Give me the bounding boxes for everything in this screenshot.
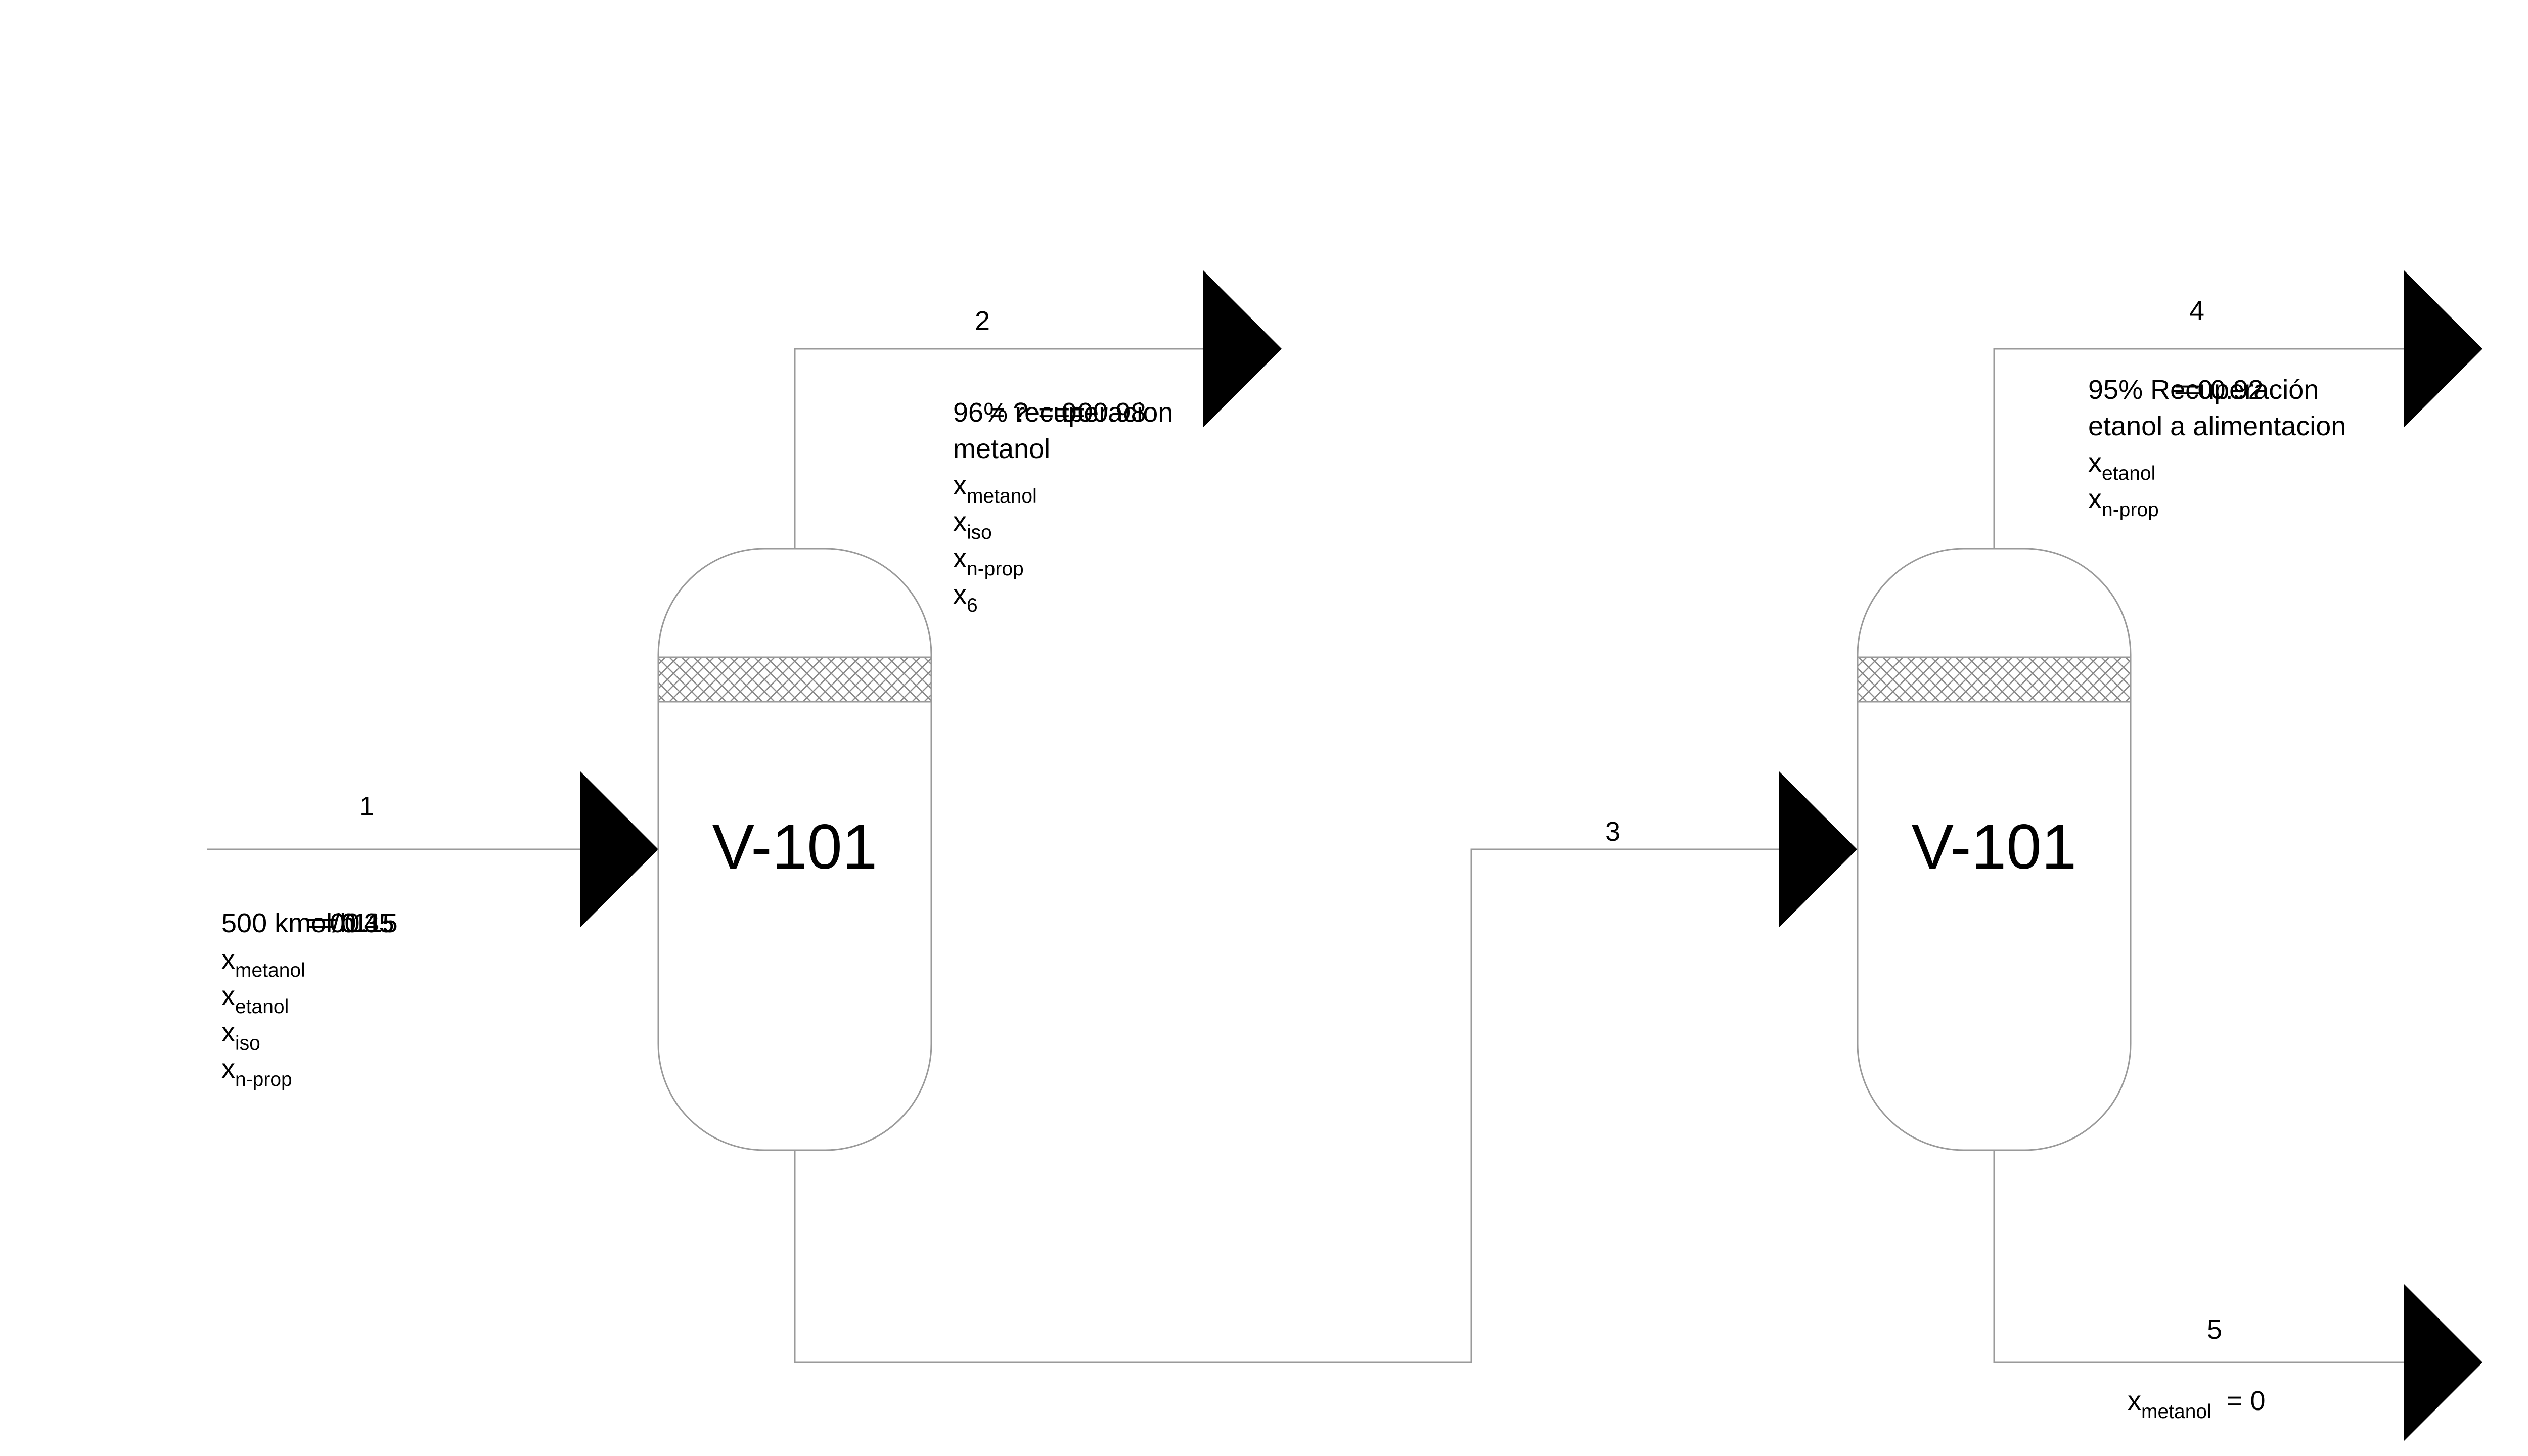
packing-section	[1857, 656, 2132, 703]
stream-5-line	[1993, 1150, 2404, 1363]
composition-row: xetanol= 0.35	[221, 908, 394, 1018]
stream-number-3: 3	[1605, 816, 1621, 847]
stream-number-4: 4	[2189, 296, 2205, 326]
composition-row: x6= ?	[953, 397, 1028, 616]
composition-row: xiso= 0	[953, 397, 1093, 543]
recovery-text: 96% recuperacion	[953, 397, 1173, 428]
vessel-label: V-101	[1912, 812, 2077, 882]
composition-row: xmetanol= 0	[2128, 1386, 2266, 1423]
stream-4-line	[1993, 348, 2404, 549]
top-product-1-annotation: 96% recuperacion metanol xmetanol= 0.98 …	[953, 394, 1173, 616]
recovery-text: 95% Recuperación	[2088, 375, 2319, 405]
packing-section	[657, 656, 932, 703]
stream-number-2: 2	[975, 306, 990, 336]
composition-row: xmetanol= 0.98	[953, 397, 1146, 507]
stream-number-5: 5	[2207, 1314, 2223, 1345]
stream-5-arrow	[2404, 1284, 2482, 1441]
bottom-product-2-annotation: xmetanol= 0	[2128, 1383, 2266, 1423]
composition-row: xn-prop= 0	[2088, 375, 2213, 521]
composition-row: xn-prop= 0.1	[221, 908, 368, 1090]
stream-2-arrow	[1203, 270, 1282, 427]
composition-row: xiso= 0.15	[221, 908, 398, 1054]
feed-flow: 500 kmol/h	[221, 908, 355, 938]
recovery-text: metanol	[953, 434, 1051, 464]
stream-1-arrow	[580, 771, 658, 928]
recovery-text: etanol a alimentacion	[2088, 411, 2346, 441]
composition-row: xn-prop= 0	[953, 397, 1077, 580]
feed-annotation: 500 kmol/h xmetanol= 0.4 xetanol= 0.35 x…	[221, 905, 398, 1090]
composition-row: xmetanol= 0.4	[221, 908, 379, 981]
stream-number-1: 1	[359, 791, 375, 822]
vessel-v101-right[interactable]: V-101	[1857, 548, 2132, 1151]
stream-3-arrow	[1779, 771, 1857, 928]
composition-row: xetanol= 0.92	[2088, 375, 2264, 484]
vessel-label: V-101	[712, 812, 878, 882]
stream-4-arrow	[2404, 270, 2482, 427]
stream-3-line	[794, 848, 1780, 1363]
vessel-v101-left[interactable]: V-101	[657, 548, 932, 1151]
stream-2-line	[794, 348, 1203, 549]
top-product-2-annotation: 95% Recuperación etanol a alimentacion x…	[2088, 372, 2346, 521]
